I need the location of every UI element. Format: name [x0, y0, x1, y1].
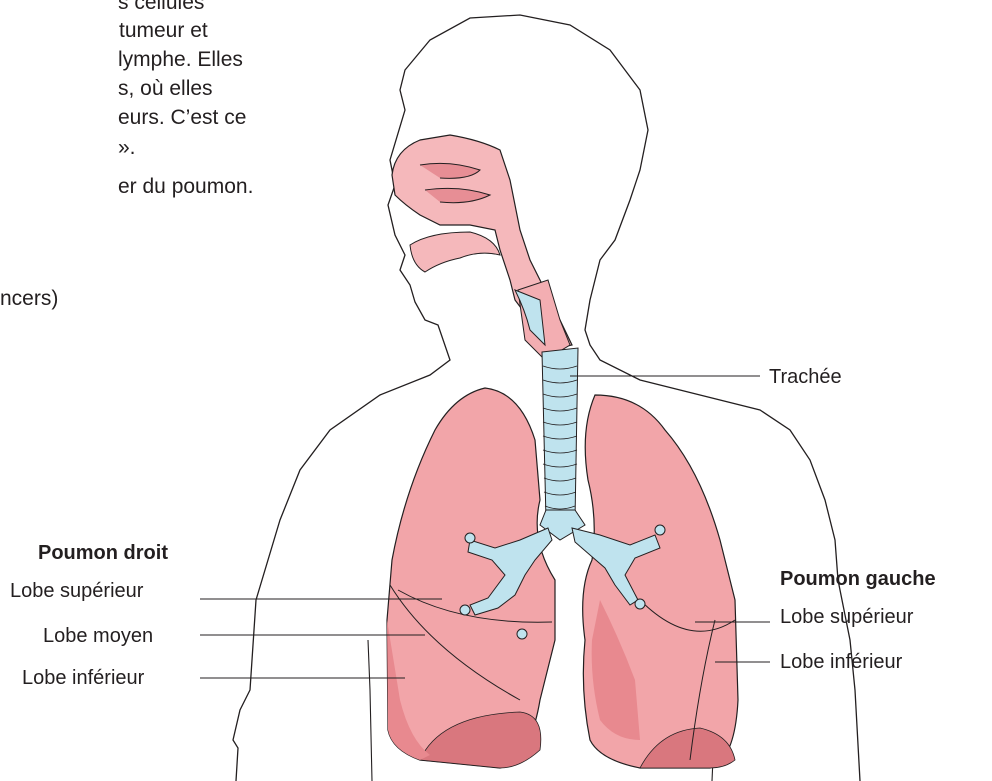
inner-arm-right-outline	[368, 640, 372, 781]
label-left-lower-lobe: Lobe inférieur	[780, 651, 902, 673]
label-right-upper-lobe: Lobe supérieur	[10, 580, 143, 602]
label-right-lower-lobe: Lobe inférieur	[22, 667, 144, 689]
label-left-upper-lobe: Lobe supérieur	[780, 606, 913, 628]
label-trachee: Trachée	[769, 366, 842, 388]
right-lung	[387, 388, 555, 768]
larynx	[518, 280, 570, 360]
label-right-middle-lobe: Lobe moyen	[43, 625, 153, 647]
label-right-lung-title: Poumon droit	[38, 542, 168, 564]
trachea	[542, 348, 578, 520]
label-left-lung-title: Poumon gauche	[780, 568, 936, 590]
mouth-cavity	[410, 232, 500, 272]
